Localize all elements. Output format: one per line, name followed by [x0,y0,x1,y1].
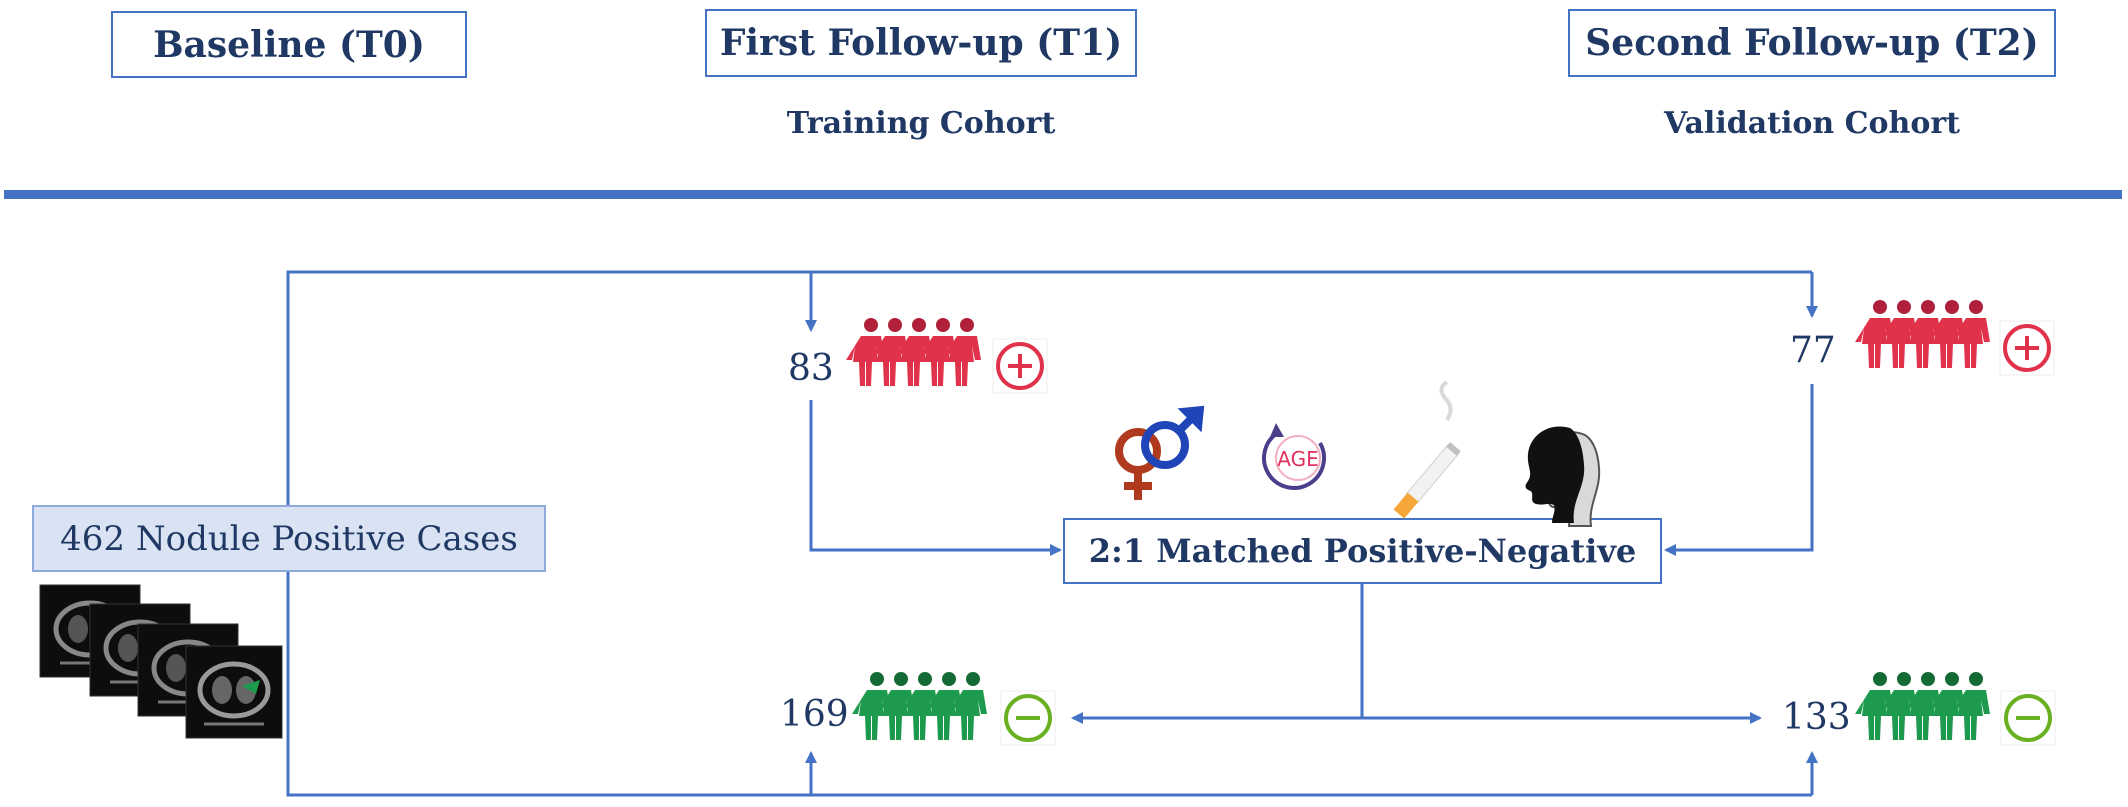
matched-positive-negative-box: 2:1 Matched Positive-Negative [1063,518,1662,584]
gender-icon [1115,405,1205,500]
training-cohort-label: Training Cohort [786,106,1056,141]
arrow-t2-to-matched [1664,384,1814,556]
arrow-t1-to-matched [809,400,1062,556]
second-followup-label: Second Follow-up (T2) [1568,9,2056,77]
person-figure [948,672,987,740]
first-followup-label: First Follow-up (T1) [705,9,1137,77]
person-figure [924,672,963,740]
person-figure [1879,672,1918,740]
t1-negative-count: 169 [780,694,849,735]
person-figure [1927,672,1966,740]
person-figure [1903,300,1942,368]
person-figure [1879,300,1918,368]
person-figure [918,318,957,386]
person-figure [846,318,885,386]
people-negative-icon [1855,672,1990,740]
person-figure [894,318,933,386]
person-figure [1951,300,1990,368]
people-positive-icon [1855,300,1990,368]
age-icon: AGE [1262,423,1326,490]
plus-icon [992,338,1048,394]
t1-positive-count: 83 [788,348,834,389]
person-figure [1855,672,1894,740]
head-icon [1525,426,1601,527]
header-divider [4,190,2122,199]
people-positive-icon [846,318,981,386]
people-negative-icon [852,672,987,740]
line-cases-to-top [286,270,1812,505]
validation-cohort-label: Validation Cohort [1663,106,1961,141]
person-figure [1903,672,1942,740]
t2-positive-count: 77 [1790,330,1836,371]
cigarette-icon [1393,380,1461,519]
person-figure [876,672,915,740]
t2-negative-count: 133 [1782,697,1851,738]
nodule-positive-cases-box: 462 Nodule Positive Cases [32,505,546,572]
line-cases-to-bottom [286,572,1812,797]
baseline-label: Baseline (T0) [111,11,467,78]
minus-icon [2000,690,2056,746]
person-figure [900,672,939,740]
person-figure [1855,300,1894,368]
person-figure [942,318,981,386]
person-figure [1951,672,1990,740]
minus-icon [1000,690,1056,746]
person-figure [870,318,909,386]
person-figure [852,672,891,740]
ct-scan-icon [39,584,283,739]
svg-text:AGE: AGE [1277,447,1318,471]
person-figure [1927,300,1966,368]
plus-icon [1999,320,2055,376]
